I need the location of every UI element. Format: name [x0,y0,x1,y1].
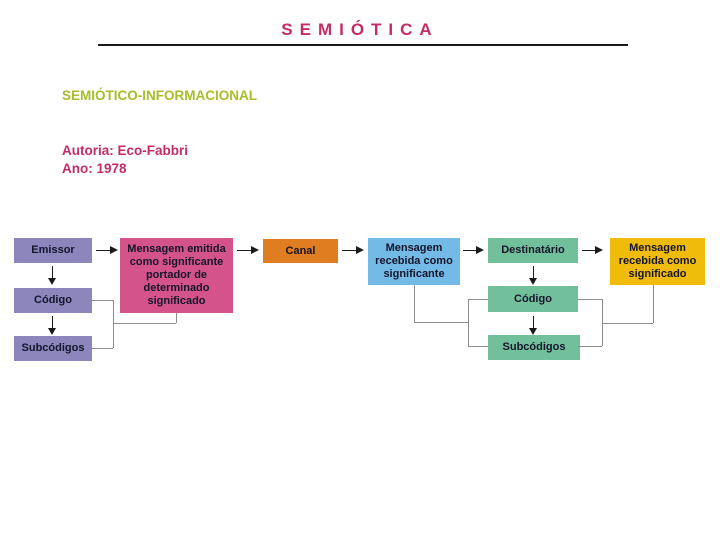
title-underline [98,44,628,46]
box-subcodigos-destinatario: Subcódigos [488,335,580,360]
right-arrow-icon [342,246,364,254]
box-codigo-emissor: Código [14,288,92,313]
right-arrow-icon [463,246,484,254]
connector-line [468,299,488,300]
connector-line [113,300,114,348]
box-canal: Canal [263,239,338,263]
connector-line [414,285,415,322]
box-codigo-destinatario: Código [488,286,578,312]
connector-line [602,323,653,324]
slide-meta: Autoria: Eco-Fabbri Ano: 1978 [62,142,188,178]
down-arrow-icon [48,316,56,335]
connector-line [602,299,603,346]
down-arrow-icon [529,266,537,285]
page-title: SEMIÓTICA [281,20,439,39]
right-arrow-icon [96,246,118,254]
right-arrow-icon [237,246,259,254]
box-mensagem-emitida: Mensagem emitida como significante porta… [120,238,233,313]
connector-line [414,322,468,323]
box-mensagem-recebida-significante: Mensagem recebida como significante [368,238,460,285]
year-text: Ano: 1978 [62,161,127,176]
model-name-heading: SEMIÓTICO-INFORMACIONAL [62,88,257,103]
connector-line [653,285,654,323]
down-arrow-icon [529,316,537,335]
connector-line [468,346,488,347]
authorship-text: Autoria: Eco-Fabbri [62,143,189,158]
box-mensagem-recebida-significado: Mensagem recebida como significado [610,238,705,285]
box-emissor: Emissor [14,238,92,263]
connector-line [113,323,176,324]
down-arrow-icon [48,266,56,285]
connector-line [468,299,469,346]
connector-line [578,299,602,300]
connector-line [578,346,602,347]
right-arrow-icon [582,246,603,254]
box-destinatario: Destinatário [488,238,578,263]
connector-line [92,300,113,301]
connector-line [176,313,177,323]
box-subcodigos-emissor: Subcódigos [14,336,92,361]
connector-line [92,348,113,349]
